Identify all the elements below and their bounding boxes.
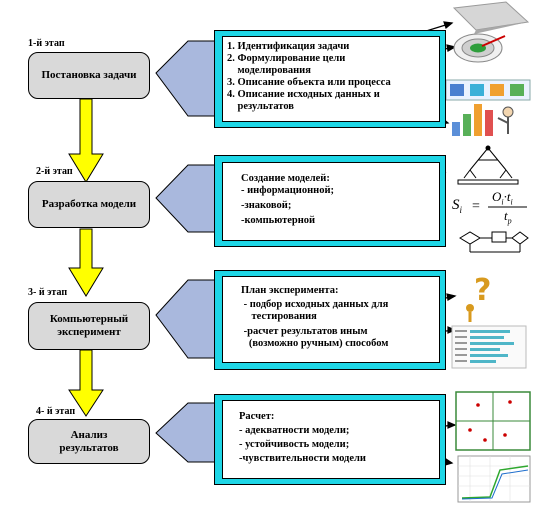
stage-1-item: моделирования [227,65,311,76]
target-icon [453,33,506,63]
stage-box-1: Постановка задачи [28,52,150,99]
quadrant-chart-icon [455,391,531,451]
stage-2-item: -компьютерной [241,215,316,226]
stage-box-2: Разработка модели [28,181,150,228]
stage-label-3: 3- й этап [28,287,68,298]
line-graph-icon [457,455,531,503]
formula-numerator-t: t [506,189,511,204]
process-flow-icon [445,79,531,101]
arrow-stage-2-to-3 [68,228,104,297]
stage-4-item: Расчет: [239,411,275,422]
stage-2-item: - информационной; [241,185,334,196]
stage-4-item: -чувствительности модели [239,453,366,464]
formula-denominator: t [504,208,508,223]
formula-numerator-t-sub: i [510,197,513,207]
paper-sheet-icon [452,1,530,34]
callout-stage-1 [155,40,223,117]
stage-title-1: Постановка задачи [41,69,137,81]
stage-2-item: -знаковой; [241,200,292,211]
stage-label-4: 4- й этап [36,406,76,417]
stage-3-item: План эксперимента: [241,285,339,296]
bar-chart-figure-icon [452,104,514,136]
arrow-stage-1-to-2 [68,98,104,183]
arrow-stage-3-to-4 [68,349,104,417]
content-stage-3: План эксперимента: - подбор исходных дан… [222,276,440,363]
stage-label-2: 2-й этап [36,166,73,177]
content-stage-2: Создание моделей: - информационной; -зна… [222,162,440,241]
stage-1-item: 1. Идентификация задачи [227,41,350,52]
stage-2-item: Создание моделей: [241,173,330,184]
tree-diagram-icon [457,145,519,185]
content-stage-1: 1. Идентификация задачи 2. Формулировани… [222,36,440,122]
callout-stage-4 [155,402,223,463]
stage-1-item: 3. Описание объекта или процесса [227,77,391,88]
stage-3-item: (возможно ручным) способом [241,338,389,349]
formula-lhs-sub: i [459,205,463,215]
stage-title-4-line-2: результатов [59,441,119,454]
svg-text:?: ? [474,273,491,308]
stage-3-item: -расчет результатов иным [241,326,368,337]
results-table-icon [451,325,527,369]
stage-3-item: - подбор исходных данных для [241,299,389,310]
stage-1-item: 2. Формулирование цели [227,53,346,64]
question-figure-icon: ? [466,273,491,322]
formula-numerator: O [492,189,502,204]
stage-box-4: Анализ результатов [28,419,150,464]
formula-times: · [503,189,507,204]
stage-title-3-line-2: эксперимент [57,326,121,338]
stage-1-item: 4. Описание исходных данных и [227,89,380,100]
flowchart-icon [459,231,529,253]
content-stage-4: Расчет: - адекватности модели; - устойчи… [222,400,440,479]
stage-box-3: Компьютерный эксперимент [28,302,150,350]
stage-3-item: тестирования [241,311,317,322]
stage-title-2: Разработка модели [41,198,137,210]
formula-lhs: S [452,197,460,213]
stage-1-item: результатов [227,101,294,112]
stage-4-item: - устойчивость модели; [239,439,350,450]
formula: Si = Oi·ti tp [452,189,513,226]
stage-title-4-line-1: Анализ [70,428,108,441]
formula-numerator-sub: i [501,197,504,207]
stage-title-3-line-1: Компьютерный [49,313,129,325]
callout-stage-3 [155,279,223,359]
callout-stage-2 [155,164,223,233]
stage-4-item: - адекватности модели; [239,425,350,436]
stage-label-1: 1-й этап [28,38,65,49]
formula-denominator-sub: p [507,216,512,226]
